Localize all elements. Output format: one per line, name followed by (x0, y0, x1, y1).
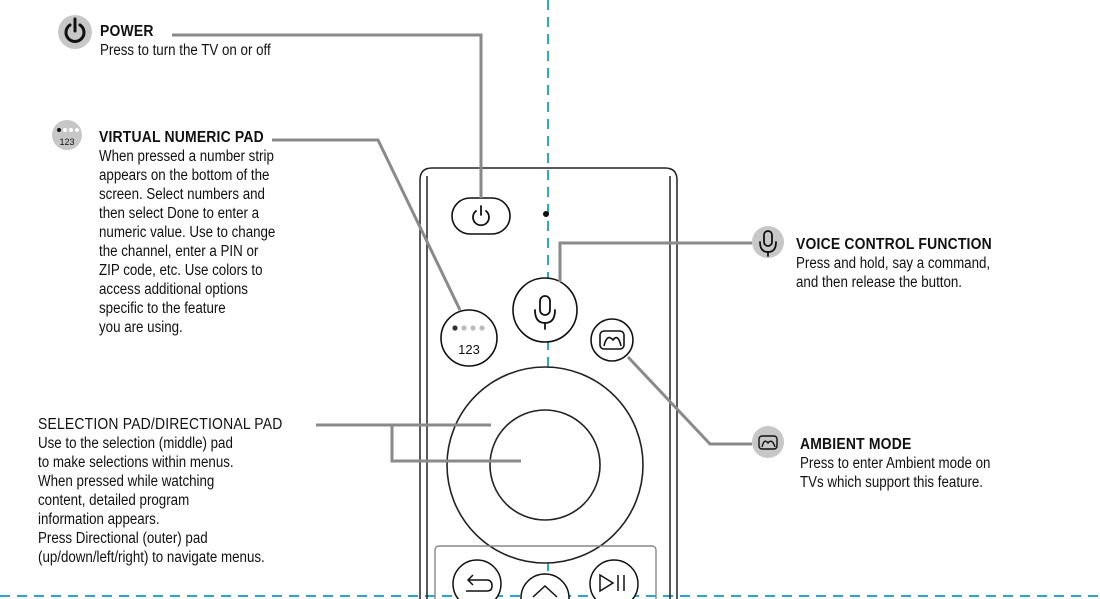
numeric-pad-callout-badge: 123 (52, 120, 82, 150)
selection-pad-description-line: content, detailed program (38, 492, 190, 509)
leader-lines (172, 33, 752, 463)
home-icon (532, 584, 558, 598)
numeric-badge-label: 123 (59, 137, 74, 147)
indicator-dot (543, 211, 549, 217)
numeric-pad-description-line: numeric value. Use to change (99, 224, 276, 241)
remote-numeric-label: 123 (458, 342, 480, 357)
numeric-pad-description-line: access additional options (99, 281, 248, 298)
numeric-pad-description-line: When pressed a number strip (99, 148, 274, 165)
numeric-pad-icon (57, 128, 79, 132)
voice-callout-badge (752, 226, 784, 258)
numeric-pad-description: When pressed a number strip appears on t… (99, 147, 275, 337)
power-description-line: Press to turn the TV on or off (100, 42, 271, 59)
selection-pad-description-line: Use to the selection (middle) pad (38, 435, 233, 452)
selection-pad-callout: SELECTION PAD/DIRECTIONAL PAD Use to the… (38, 415, 310, 567)
remote-numeric-button[interactable]: 123 (440, 309, 498, 367)
numeric-pad-icon (452, 325, 485, 331)
power-title: POWER (100, 23, 154, 40)
remote-play-pause-button[interactable] (589, 559, 639, 599)
voice-control-description-line: Press and hold, say a command, (796, 255, 991, 272)
power-callout: POWER Press to turn the TV on or off (100, 22, 298, 60)
remote-ambient-button[interactable] (590, 318, 634, 362)
selection-pad-title: SELECTION PAD/DIRECTIONAL PAD (38, 416, 283, 433)
ambient-mode-description-line: TVs which support this feature. (800, 474, 984, 491)
numeric-pad-description-line: specific to the feature (99, 300, 226, 317)
play-pause-icon (599, 573, 625, 593)
power-icon (64, 17, 86, 43)
ambient-mode-icon (758, 435, 778, 450)
numeric-pad-description-line: ZIP code, etc. Use colors to (99, 262, 263, 279)
remote-body (419, 167, 678, 599)
voice-control-description: Press and hold, say a command, and then … (796, 254, 990, 292)
power-callout-badge (58, 15, 92, 49)
voice-control-callout: VOICE CONTROL FUNCTION Press and hold, s… (796, 235, 1022, 292)
numeric-pad-title: VIRTUAL NUMERIC PAD (99, 129, 264, 146)
numeric-pad-leader-line (272, 138, 462, 311)
numeric-pad-description-line: then select Done to enter a (99, 205, 260, 222)
ambient-mode-callout: AMBIENT MODE Press to enter Ambient mode… (800, 435, 1021, 492)
numeric-pad-description-line: appears on the bottom of the (99, 167, 270, 184)
remote-back-button[interactable] (452, 559, 502, 599)
selection-pad[interactable] (489, 409, 601, 521)
numeric-pad-description-line: you are using. (99, 319, 183, 336)
numeric-pad-description-line: screen. Select numbers and (99, 186, 265, 203)
ambient-callout-badge (752, 426, 784, 458)
selection-pad-description-line: When pressed while watching (38, 473, 215, 490)
numeric-pad-callout: VIRTUAL NUMERIC PAD When pressed a numbe… (99, 128, 304, 337)
bottom-button-panel (434, 545, 657, 599)
microphone-icon (534, 295, 556, 330)
power-description: Press to turn the TV on or off (100, 41, 271, 60)
voice-leader-line (558, 241, 752, 282)
ambient-mode-description: Press to enter Ambient mode on TVs which… (800, 454, 990, 492)
remote-power-button[interactable] (451, 197, 511, 235)
ambient-mode-icon (599, 330, 625, 350)
power-icon (472, 205, 490, 227)
selection-pad-bracket (390, 423, 521, 463)
ambient-leader-line (626, 355, 752, 446)
voice-control-title: VOICE CONTROL FUNCTION (796, 236, 992, 253)
microphone-icon (759, 230, 777, 257)
power-leader-line (172, 33, 483, 198)
voice-control-description-line: and then release the button. (796, 274, 963, 291)
numeric-pad-description-line: the channel, enter a PIN or (99, 243, 259, 260)
ambient-mode-description-line: Press to enter Ambient mode on (800, 455, 991, 472)
back-arrow-icon (466, 574, 493, 592)
remote-home-button[interactable] (520, 573, 570, 599)
selection-pad-description-line: Press Directional (outer) pad (38, 530, 208, 547)
selection-pad-description-line: to make selections within menus. (38, 454, 234, 471)
selection-pad-description: Use to the selection (middle) pad to mak… (38, 434, 272, 567)
selection-pad-description-line: information appears. (38, 511, 160, 528)
ambient-mode-title: AMBIENT MODE (800, 436, 912, 453)
selection-pad-description-line: (up/down/left/right) to navigate menus. (38, 549, 265, 566)
remote-voice-button[interactable] (512, 277, 578, 343)
